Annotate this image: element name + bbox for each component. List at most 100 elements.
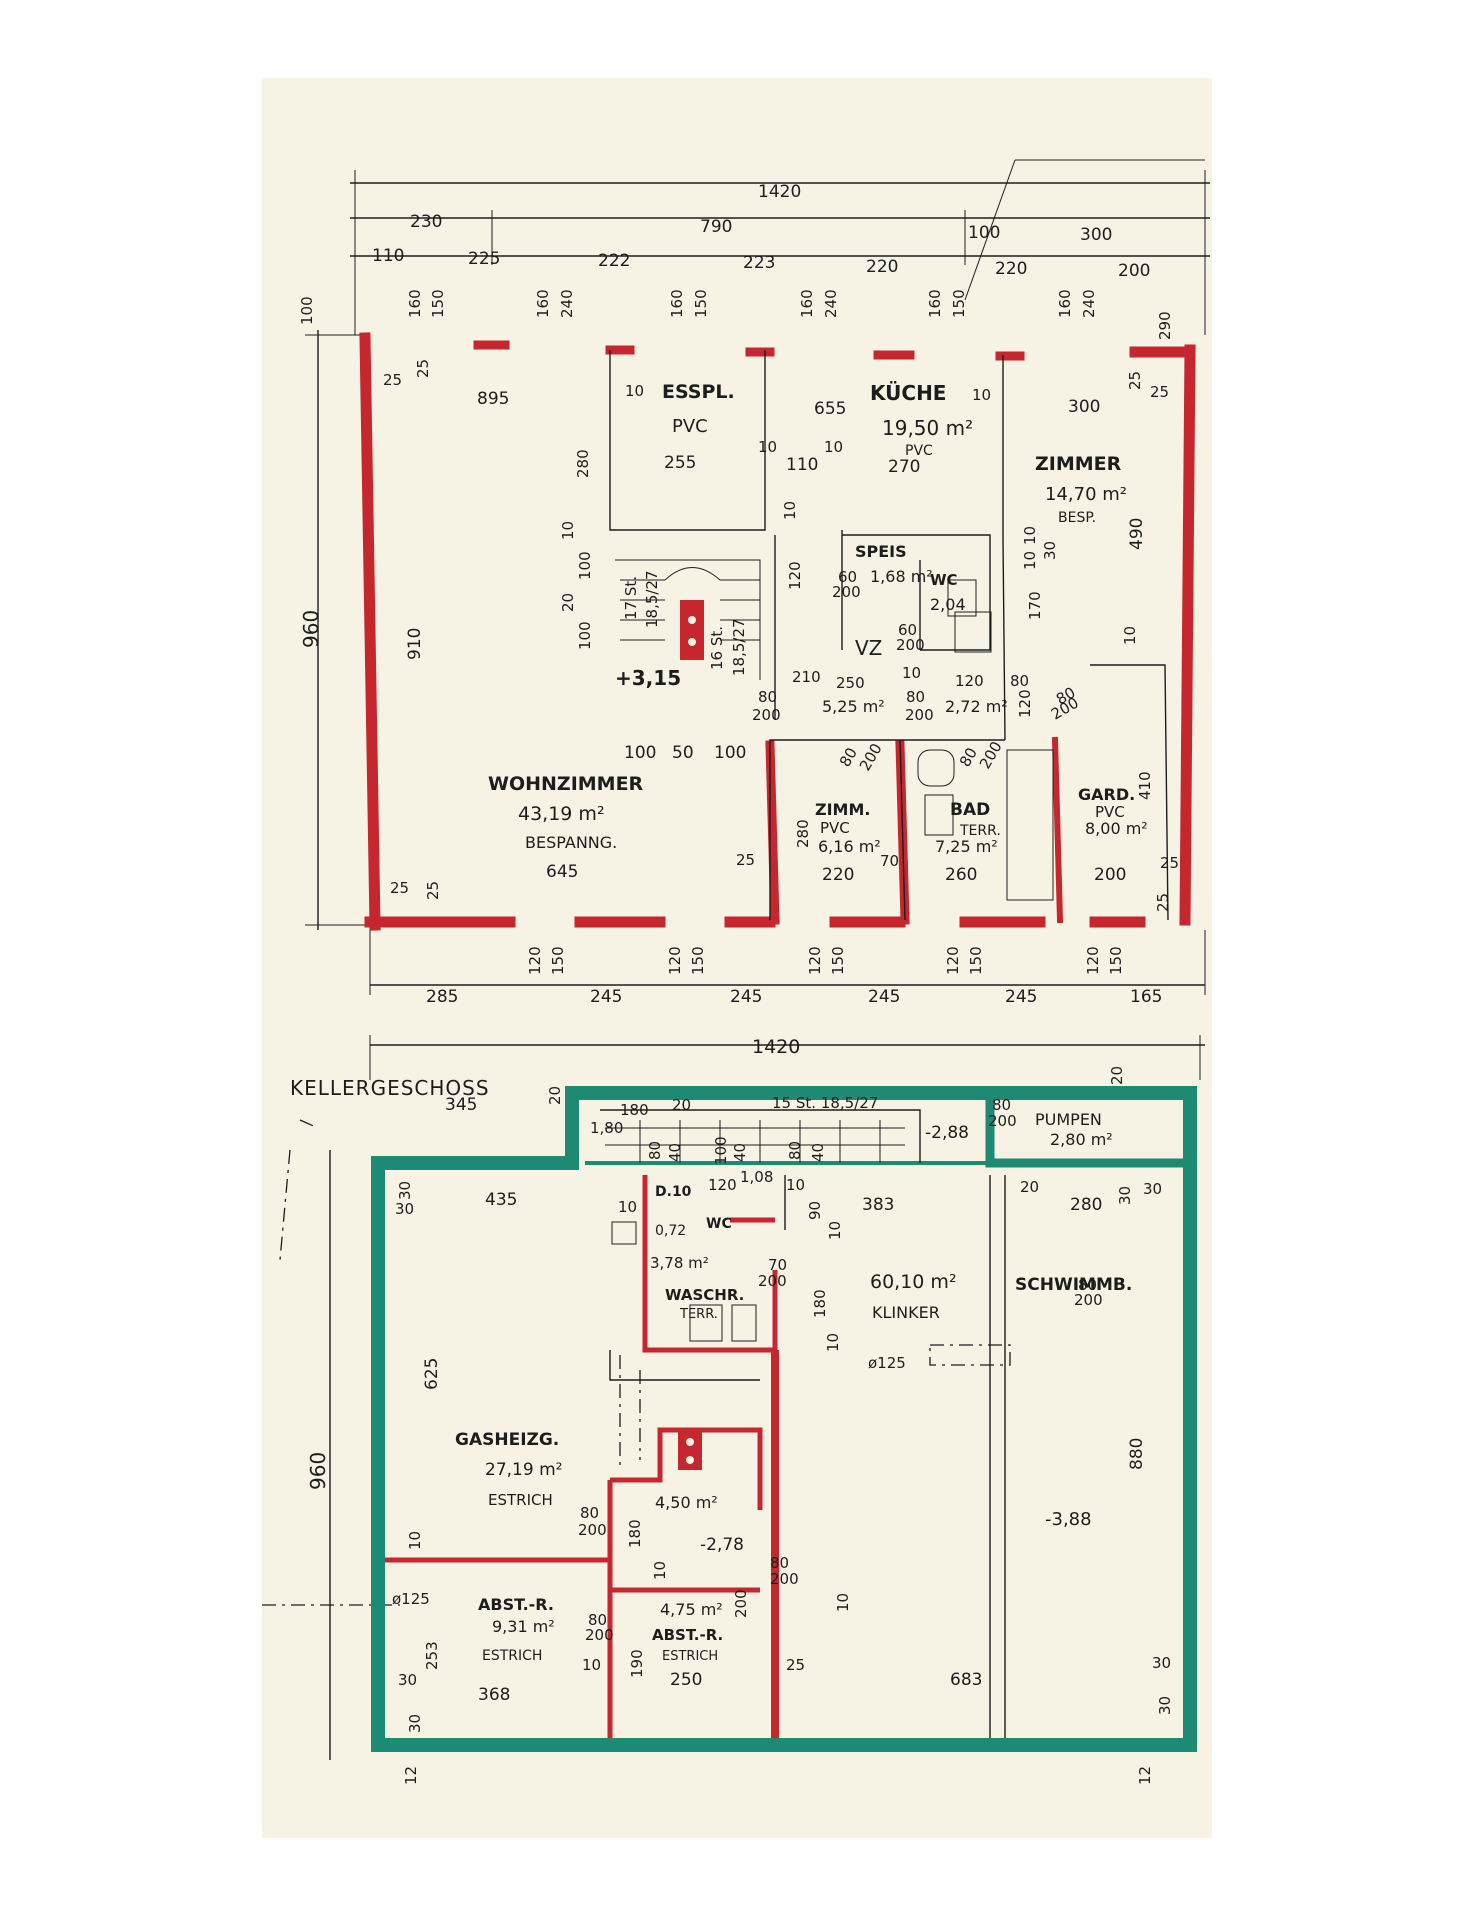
stair-down-label: 16 St.	[708, 626, 726, 670]
d: 12	[402, 1766, 420, 1785]
d: 200	[976, 738, 1006, 772]
d: 120	[1016, 689, 1034, 718]
dim-bottom-245a: 245	[590, 987, 622, 1007]
win-h: 160	[406, 289, 424, 318]
basement-interior	[600, 1109, 1011, 1738]
room-floor: KLINKER	[872, 1303, 940, 1322]
room-name: GARD.	[1078, 785, 1135, 804]
d: 25	[786, 1656, 805, 1674]
d: 25	[1154, 893, 1172, 912]
d: 200	[1094, 865, 1126, 885]
d: 220	[822, 865, 854, 885]
d: 300	[1068, 397, 1100, 417]
room-name: ZIMMER	[1035, 453, 1122, 475]
room-area: 5,25 m²	[822, 697, 885, 716]
room-name: ESSPL.	[662, 381, 735, 403]
d: 190	[628, 1649, 646, 1678]
chimney	[680, 600, 704, 660]
d: 10	[826, 1221, 844, 1240]
d: 625	[422, 1358, 442, 1390]
d: 210	[792, 668, 821, 686]
room-floor: BESP.	[1058, 510, 1096, 526]
basement-overall: 1420	[752, 1036, 800, 1058]
d: 20	[546, 1086, 564, 1105]
room-area: 1,68 m²	[870, 567, 933, 586]
d: 200	[988, 1112, 1017, 1130]
d: 25	[383, 371, 402, 389]
room-level: -2,78	[700, 1535, 744, 1555]
d: 100	[576, 621, 594, 650]
room-name: WASCHR.	[665, 1286, 744, 1304]
dim-left-960: 960	[299, 610, 323, 648]
d: 383	[862, 1195, 894, 1215]
d: 1,08	[740, 1168, 773, 1186]
d: 120	[786, 561, 804, 590]
room-area: 2,72 m²	[945, 697, 1008, 716]
basement-level: -2,88	[925, 1123, 969, 1143]
dim-bottom-245c: 245	[868, 987, 900, 1007]
room-area: 4,75 m²	[660, 1600, 723, 1619]
room-area: 19,50 m²	[882, 416, 973, 440]
room-name: WOHNZIMMER	[488, 773, 644, 795]
window-height-labels-bottom: 120 150 120 150 120 150 120 150 120 150	[526, 946, 1125, 975]
dim-left-100: 100	[298, 296, 316, 325]
room-area: 9,31 m²	[492, 1617, 555, 1636]
d: 12	[1136, 1766, 1154, 1785]
d: 250	[836, 674, 865, 692]
dim-top-790: 790	[700, 217, 732, 237]
win-h: 150	[689, 946, 707, 975]
d: 200	[752, 706, 781, 724]
room-area: 3,78 m²	[650, 1254, 709, 1272]
win-h: 160	[668, 289, 686, 318]
d: 410	[1136, 771, 1154, 800]
d: 80	[786, 1141, 804, 1160]
level-ground: +3,15	[615, 666, 681, 690]
d: 30	[1116, 1186, 1134, 1205]
d: 30	[1156, 1696, 1174, 1715]
d: 435	[485, 1190, 517, 1210]
room-name: WC	[706, 1216, 732, 1232]
win-h: 120	[1084, 946, 1102, 975]
stair-up-label: 17 St.	[622, 576, 640, 620]
basement-plan: 1420 KELLERGESCHOSS 960	[262, 1035, 1205, 1785]
d: 10	[824, 438, 843, 456]
dim-top-300: 300	[1080, 225, 1112, 245]
basement-toilet-icon	[611, 1221, 637, 1245]
dim-top-110: 110	[372, 246, 404, 266]
d: 10	[406, 1531, 424, 1550]
d: 30	[1152, 1654, 1171, 1672]
ground-floor-plan: 1420 230 790 100 300 110 225 222 223 220…	[298, 159, 1210, 1007]
d: 645	[546, 862, 578, 882]
d: 683	[950, 1670, 982, 1690]
d: 200	[896, 636, 925, 654]
d: 70	[768, 1256, 787, 1274]
d: 270	[888, 457, 920, 477]
stair-down-ratio: 18,5/27	[730, 618, 748, 676]
win-h: 150	[549, 946, 567, 975]
d: 255	[664, 453, 696, 473]
d: 10	[618, 1198, 637, 1216]
d: 30	[398, 1671, 417, 1689]
dim-top-230: 230	[410, 212, 442, 232]
d: 200	[770, 1570, 799, 1588]
room-level: -3,88	[1045, 1509, 1092, 1530]
win-h: 240	[822, 289, 840, 318]
d: 10	[582, 1656, 601, 1674]
d: 60	[838, 568, 857, 586]
d: 280	[794, 819, 812, 848]
room-name: ABST.-R.	[478, 1595, 554, 1614]
d: 180	[811, 1289, 829, 1318]
room-area: 2,80 m²	[1050, 1130, 1113, 1149]
d: 80	[1010, 672, 1029, 690]
toilet-icon	[917, 749, 955, 787]
dim-inner-910: 910	[405, 628, 425, 660]
d: 655	[814, 399, 846, 419]
d: 100	[624, 743, 656, 763]
d: 180	[620, 1101, 649, 1119]
d: 200	[856, 740, 886, 774]
d: 80	[646, 1141, 664, 1160]
d: 200	[905, 706, 934, 724]
d: 80	[956, 744, 981, 770]
win-h: 160	[926, 289, 944, 318]
dim-top-225: 225	[468, 249, 500, 269]
